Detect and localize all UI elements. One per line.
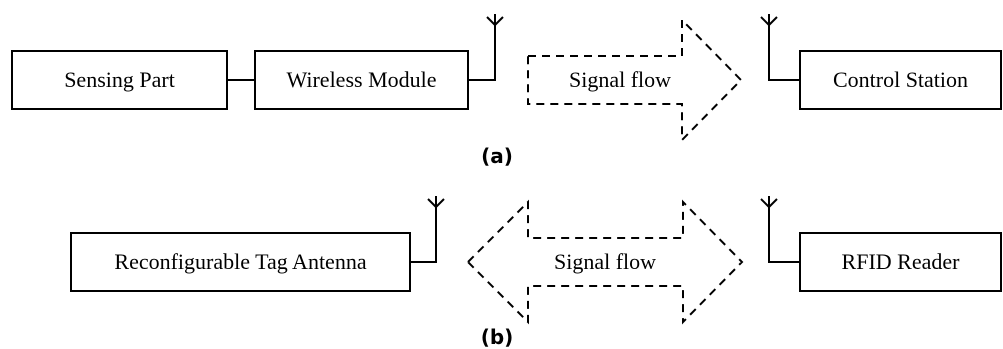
module-antenna-icon	[486, 14, 504, 26]
station-antenna-icon	[760, 14, 778, 26]
station-antenna-feed	[768, 25, 800, 81]
sensing-part-box	[11, 50, 228, 110]
panel-b: Reconfigurable Tag Antenna Signal flow R…	[70, 196, 1002, 349]
tag-antenna-feed	[410, 207, 437, 263]
caption-a: (a)	[481, 144, 513, 168]
signal-flow-arrow-b	[466, 199, 744, 325]
wireless-module-label: Wireless Module	[286, 67, 436, 92]
signal-flow-arrow-a	[527, 17, 743, 143]
module-antenna-feed	[468, 25, 496, 81]
panel-a: Sensing Part Wireless Module Signal flow…	[11, 14, 1002, 168]
caption-b: (b)	[481, 325, 514, 349]
reader-antenna-icon	[760, 196, 778, 208]
control-station-label: Control Station	[833, 67, 968, 92]
sensing-part-label: Sensing Part	[64, 67, 175, 92]
tag-antenna-label: Reconfigurable Tag Antenna	[114, 249, 366, 274]
signal-flow-label-a: Signal flow	[569, 67, 671, 92]
wireless-module-box	[254, 50, 469, 110]
control-station-box	[799, 50, 1002, 110]
rfid-reader-label: RFID Reader	[842, 249, 961, 274]
rfid-reader-box	[799, 232, 1002, 292]
reader-antenna-feed	[768, 207, 800, 263]
tag-antenna-icon	[427, 196, 445, 208]
signal-flow-label-b: Signal flow	[554, 249, 656, 274]
